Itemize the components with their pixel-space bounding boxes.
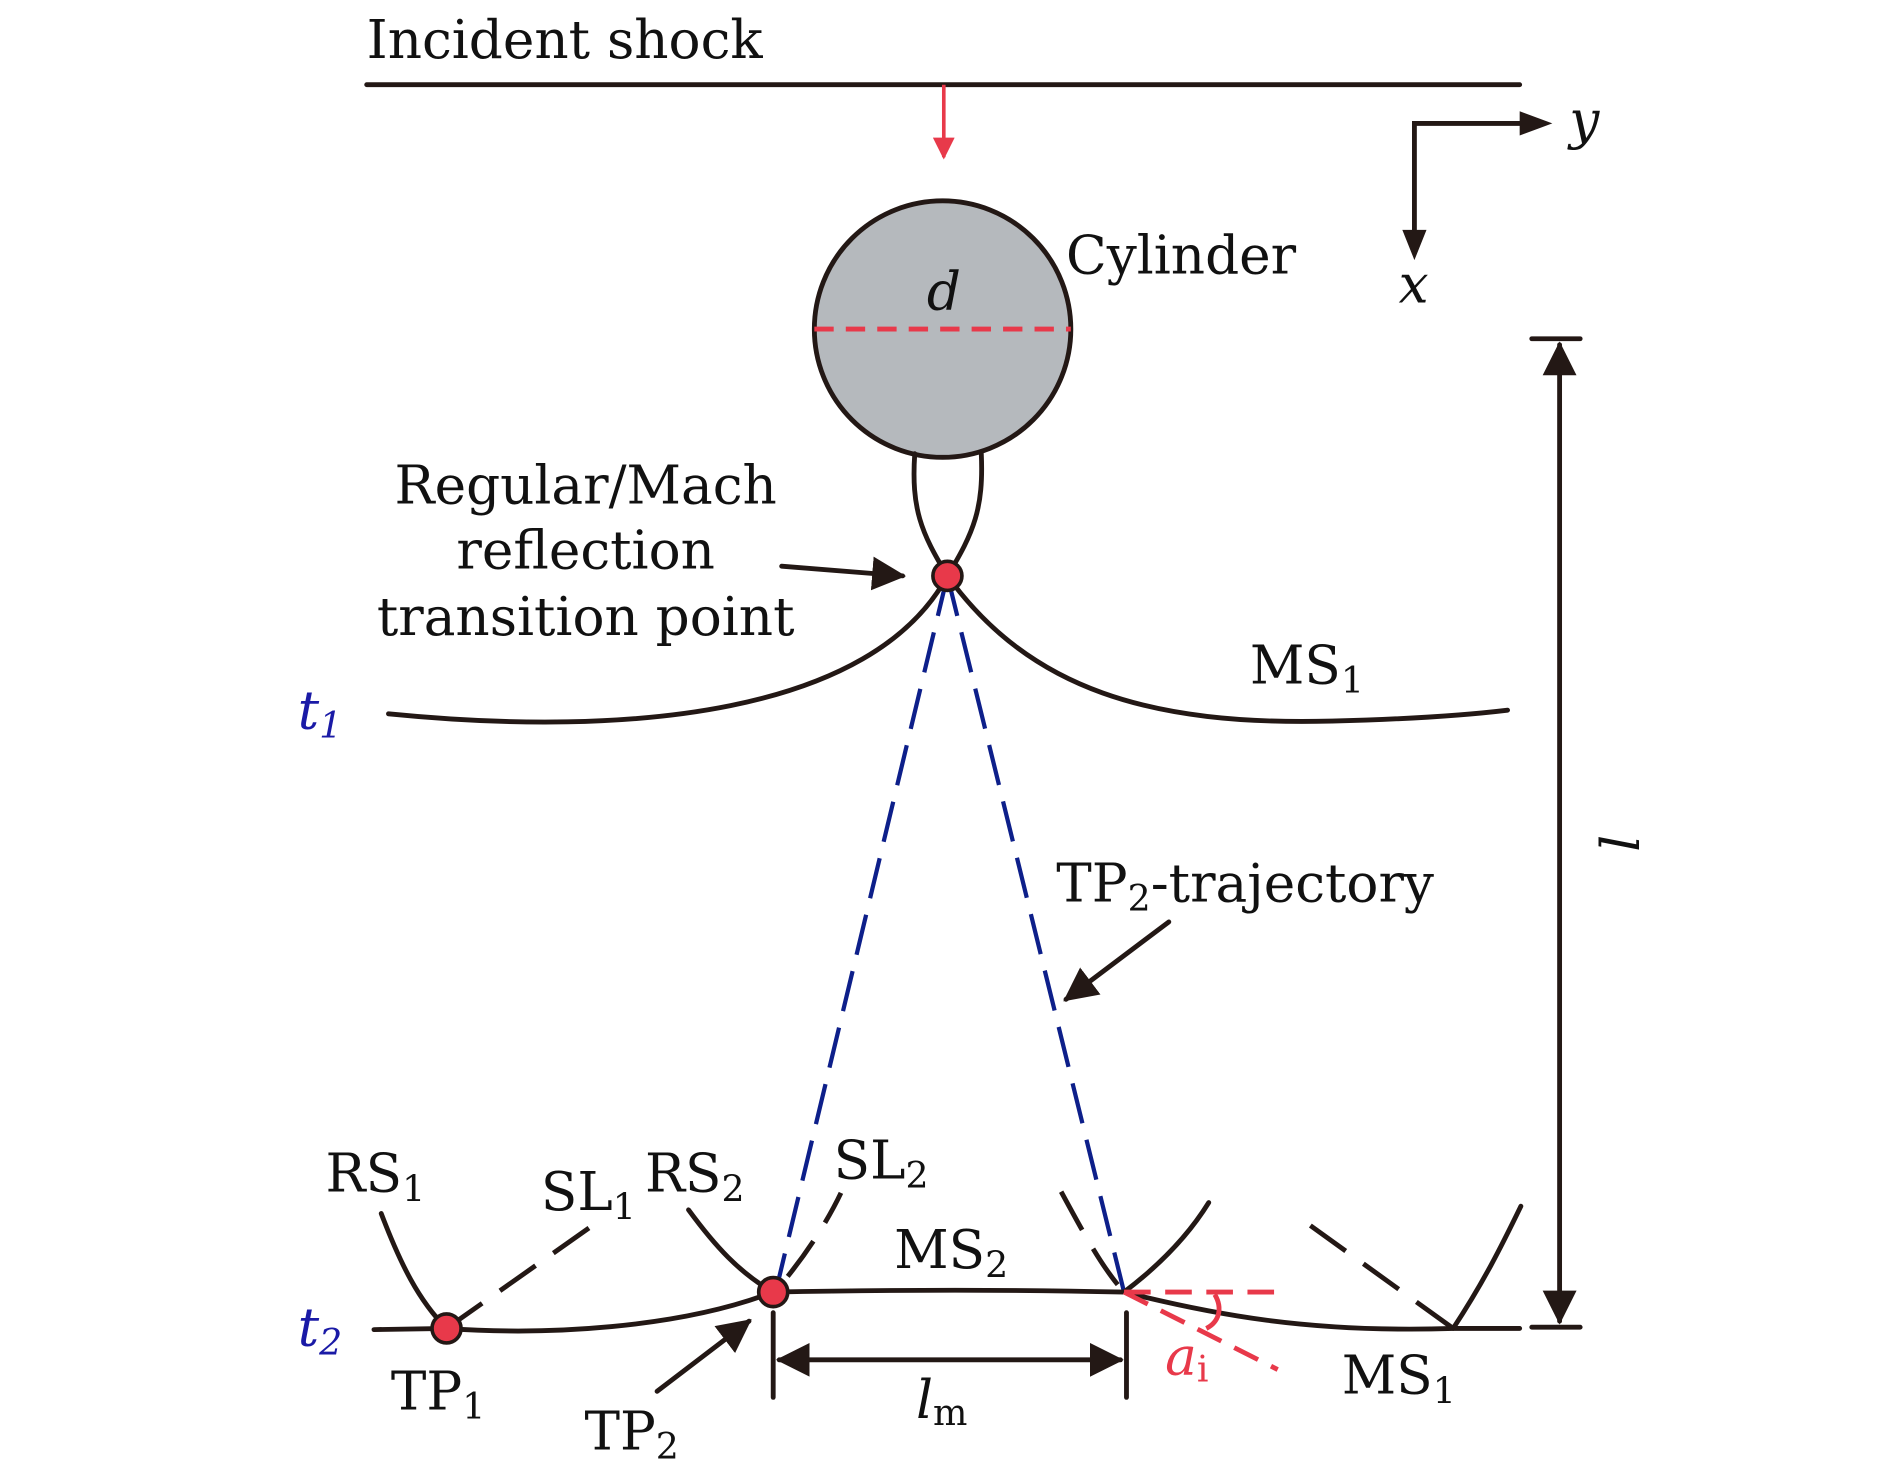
- t2-label: t2: [298, 1296, 342, 1364]
- y-arrow-icon: [1519, 111, 1553, 136]
- sl1-line: [445, 1222, 596, 1331]
- ms2-curve: [770, 1287, 1127, 1295]
- tp2-trajectory-right: [945, 575, 1127, 1293]
- transition-pointer-arrow: [779, 556, 907, 591]
- t1-label: t1: [298, 679, 342, 747]
- tp1-marker: [430, 1312, 463, 1345]
- cylinder-label: Cylinder: [1066, 224, 1297, 286]
- transition-label-line3: transition point: [377, 586, 795, 648]
- tp2-label: TP2: [584, 1400, 678, 1468]
- transition-label-line2: reflection: [456, 520, 714, 582]
- right-rs-line: [1059, 1190, 1126, 1294]
- tp2-marker: [756, 1275, 790, 1309]
- tp2-pointer-arrow: [654, 1318, 752, 1394]
- diameter-label: d: [927, 261, 961, 323]
- ai-label: ai: [1165, 1325, 1208, 1390]
- ms1-top-curve: [945, 573, 1510, 724]
- ms1-bottom-label: MS1: [1342, 1345, 1456, 1413]
- right-ms-branch: [1121, 1200, 1212, 1295]
- ms1-top-label: MS1: [1250, 635, 1364, 703]
- angle-tangent-line: [1122, 1289, 1279, 1372]
- rs2-label: RS2: [645, 1143, 745, 1211]
- t2-front-left: [371, 1289, 776, 1334]
- rs2-line: [686, 1207, 776, 1295]
- sl2-line: [785, 1191, 844, 1278]
- lm-label: lm: [916, 1369, 967, 1434]
- tp2-trajectory-left: [773, 575, 950, 1293]
- transition-label-line1: Regular/Mach: [395, 454, 777, 516]
- angle-arc: [1205, 1293, 1222, 1331]
- axes-lines: [1411, 120, 1541, 235]
- ms2-label: MS2: [894, 1219, 1008, 1287]
- t1-front-left: [386, 573, 950, 725]
- transition-point-marker: [931, 559, 964, 593]
- axis-y-label: y: [1567, 89, 1600, 151]
- rs1-line: [378, 1211, 449, 1331]
- axis-x-label: x: [1399, 253, 1429, 315]
- wake-left: [911, 451, 950, 579]
- coordinate-axes: y x: [1399, 89, 1601, 316]
- x-arrow-icon: [1402, 229, 1427, 261]
- rs1-label: RS1: [326, 1143, 426, 1211]
- sl1-label: SL1: [541, 1161, 636, 1229]
- tp2-trajectory-label: TP2-trajectory: [1056, 852, 1434, 920]
- wake-right: [945, 451, 985, 579]
- right-rs2-line: [1450, 1203, 1524, 1331]
- tp2-trajectory-pointer: [1063, 919, 1172, 1002]
- right-sl-line: [1308, 1223, 1455, 1331]
- tp1-label: TP1: [391, 1360, 485, 1428]
- incident-shock-label: Incident shock: [367, 9, 764, 71]
- sl2-label: SL2: [834, 1129, 929, 1197]
- ms1-bottom-curve: [1121, 1289, 1523, 1332]
- l-label: l: [1585, 835, 1647, 852]
